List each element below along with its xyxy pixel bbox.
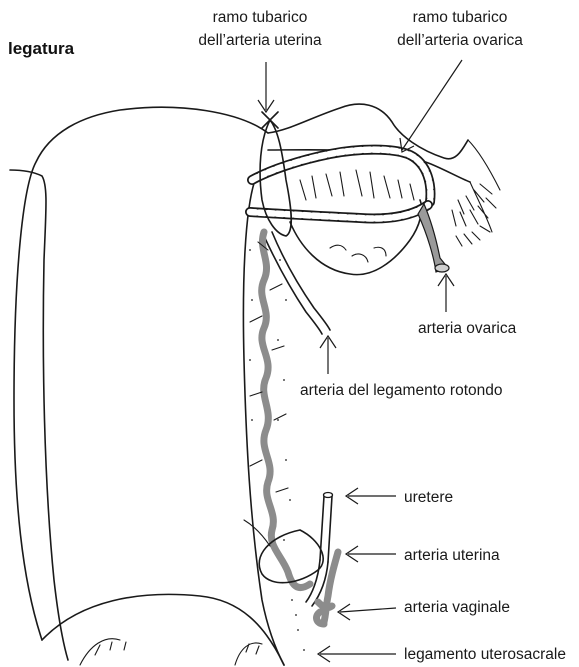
tubal-branch-uterine-label-line1: ramo tubarico: [213, 9, 308, 26]
uterosacral-ligament-arrow: [318, 646, 396, 662]
wall-stippling: [249, 249, 305, 651]
round-ligament-artery-vessel-inner: [264, 236, 322, 334]
cervix-fold-right: [235, 643, 262, 665]
round-ligament-artery-arrow: [320, 336, 336, 374]
tubal-branch-uterine-arrow: [258, 62, 274, 112]
vaginal-artery-arrow: [338, 604, 396, 620]
ureter-arrow: [346, 488, 396, 504]
uterosacral-ligament-label: legamento uterosacrale: [404, 646, 566, 663]
round-ligament-artery-vessel: [272, 232, 330, 330]
ovarian-artery-arrow: [438, 274, 454, 312]
tubal-branch-ovarian-label-line1: ramo tubarico: [413, 9, 508, 26]
uterine-artery-crossing: [324, 552, 338, 622]
uterine-horn-outline: [10, 170, 68, 660]
uterus-lower-curve: [42, 594, 284, 665]
uterine-artery-arrow: [346, 546, 396, 562]
ureter-opening: [324, 493, 333, 498]
uterine-artery-label: arteria uterina: [404, 547, 500, 564]
ovarian-artery-label: arteria ovarica: [418, 320, 517, 337]
tubal-branch-uterine-label-line2: dell’arteria uterina: [198, 32, 322, 49]
tubal-branch-ovarian-label-line2: dell’arteria ovarica: [397, 32, 523, 49]
ovarian-artery-vessel: [418, 204, 448, 272]
cervix-fold-left: [80, 639, 126, 665]
ligature-cross-upper: [262, 112, 278, 128]
ureter-label: uretere: [404, 489, 453, 506]
fimbriae: [452, 140, 500, 246]
vaginal-artery-label: arteria vaginale: [404, 599, 510, 616]
tubal-branch-ovarian-vessel-outline: [252, 150, 430, 202]
ovarian-artery-end: [435, 264, 449, 272]
round-ligament-artery-label: arteria del legamento rotondo: [300, 382, 503, 399]
ligation-label: legatura: [8, 39, 75, 58]
tubal-branch-ovarian-arrow: [400, 60, 462, 152]
